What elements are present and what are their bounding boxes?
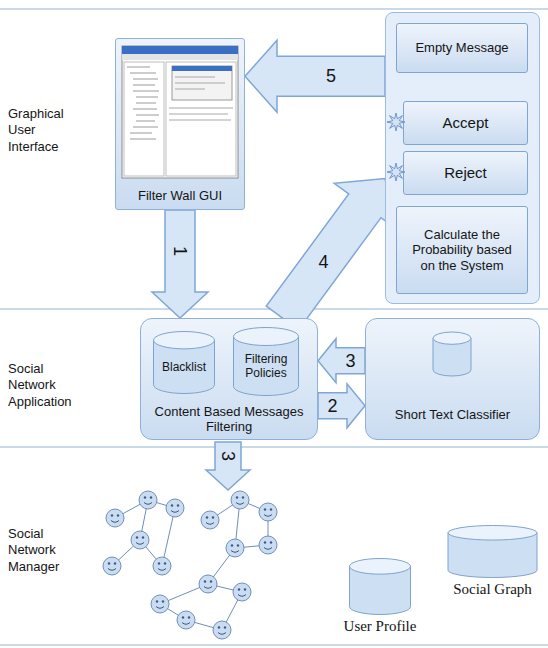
layer-label: Social Network Application xyxy=(8,361,88,410)
node-text: Filter Wall GUI xyxy=(138,188,222,204)
user-smiley xyxy=(103,557,121,575)
scope-arrow xyxy=(206,442,250,490)
user-smiley xyxy=(177,611,195,629)
user-smiley xyxy=(231,491,249,509)
cylinder-top xyxy=(234,328,299,346)
user-smiley xyxy=(139,491,157,509)
database-cylinder: Blacklist xyxy=(153,331,215,393)
node-text: Content Based Messages Filtering xyxy=(147,404,311,435)
block-arrow xyxy=(245,40,385,112)
callout-number: 1 xyxy=(171,244,189,258)
callout-number: 4 xyxy=(317,253,331,271)
user-smiley xyxy=(106,509,124,527)
node-text: Blacklist xyxy=(162,360,206,374)
cylinder-top xyxy=(154,332,215,349)
user-smiley xyxy=(233,583,251,601)
user-smiley xyxy=(259,503,277,521)
node-text: Short Text Classifier xyxy=(395,407,510,423)
callout-number: 2 xyxy=(325,397,339,415)
cylinder-top xyxy=(350,559,411,575)
block-arrow xyxy=(318,339,365,383)
cylinder-top xyxy=(448,526,537,541)
process-box: Accept xyxy=(403,101,528,145)
callout-number: 3 xyxy=(219,449,237,463)
star-marks xyxy=(387,113,405,181)
node-text: Empty Message xyxy=(415,40,508,56)
node-text: User Profile xyxy=(344,617,417,635)
node-text: Social Graph xyxy=(453,580,532,598)
user-smiley xyxy=(226,539,244,557)
database-cylinder: User Profile xyxy=(340,558,420,642)
layer-label: Social Network Manager xyxy=(8,526,88,575)
social-graph-illustration xyxy=(103,491,277,639)
separator-line xyxy=(0,9,548,645)
process-box: Calculate the Probability based on the S… xyxy=(396,206,528,294)
block-arrow xyxy=(318,384,365,428)
node-text: Reject xyxy=(444,164,487,182)
cylinder-shape xyxy=(445,525,540,579)
node-text: Accept xyxy=(443,114,489,132)
database-cylinder: Filtering Policies xyxy=(233,327,299,395)
process-box: Empty Message xyxy=(396,23,528,73)
user-smiley xyxy=(201,511,219,529)
node-text: Calculate the Probability based on the S… xyxy=(405,227,519,274)
user-smiley xyxy=(166,499,184,517)
user-smiley xyxy=(213,621,231,639)
gui-screenshot xyxy=(122,46,238,178)
block-arrow xyxy=(266,178,395,329)
layer-label: Graphical User Interface xyxy=(8,106,88,155)
callout-number: 3 xyxy=(343,352,357,370)
user-smiley xyxy=(131,531,149,549)
module-box: Content Based Messages Filtering Blacklis… xyxy=(140,318,318,440)
user-smiley xyxy=(199,575,217,593)
cylinder-top xyxy=(433,332,471,344)
star-mark xyxy=(387,113,405,131)
user-smiley xyxy=(259,536,277,554)
database-cylinder: Social Graph xyxy=(445,525,540,603)
process-box: Reject xyxy=(403,151,528,195)
node-text: Filtering Policies xyxy=(235,352,297,381)
callout-number: 5 xyxy=(324,67,338,85)
database-icon xyxy=(433,332,471,376)
block-arrow xyxy=(152,210,208,318)
star-mark xyxy=(387,163,405,181)
user-smiley xyxy=(151,595,169,613)
user-smiley xyxy=(153,557,171,575)
result-panel: Empty MessageAcceptRejectCalculate the P… xyxy=(385,12,540,304)
cylinder-shape xyxy=(340,558,420,616)
